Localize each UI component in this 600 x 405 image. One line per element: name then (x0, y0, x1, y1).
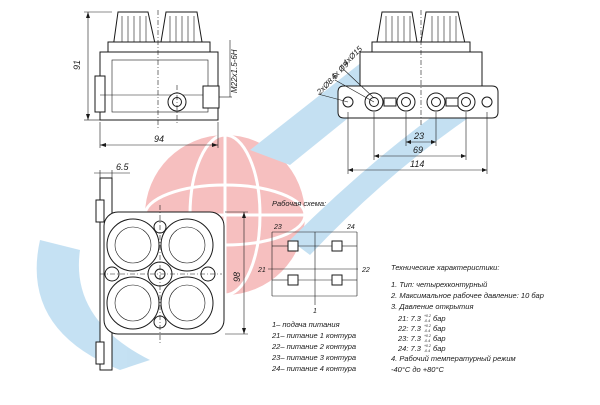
spec-tolerance-plus: +0.2 (424, 324, 431, 328)
tech-specs: Технические характеристики: 1. Тип: четы… (390, 263, 544, 374)
port-1-label: 1 (313, 308, 317, 315)
spec-unit: бар (433, 344, 446, 353)
spec-pressure-value: 21: 7.3 (397, 314, 422, 323)
spec-temperature-range: -40°С до +80°С (391, 365, 444, 374)
schematic-valves (272, 240, 357, 286)
dim-height-91: 91 (72, 11, 112, 121)
spec-tolerance-plus: +0.2 (424, 314, 431, 318)
spec-pressure-value: 23: 7.3 (397, 334, 422, 343)
spec-tolerance-plus: +0.2 (424, 334, 431, 338)
spec-pressure-22: 22: 7.3 +0.2 -0.4 бар (397, 324, 446, 333)
legend-item: 1– подача питания (272, 320, 340, 329)
spec-pressure-value: 24: 7.3 (397, 344, 422, 353)
legend-item: 21– питание 1 контура (271, 331, 356, 340)
spec-tolerance-plus: +0.2 (424, 344, 431, 348)
legend-item: 23– питание 3 контура (271, 353, 356, 362)
spec-tolerance-minus: -0.4 (424, 339, 430, 343)
spec-opening-pressure: 3. Давление открытия (391, 302, 474, 311)
spec-tolerance-minus: -0.4 (424, 319, 430, 323)
dim-height-label: 91 (72, 60, 82, 70)
spec-unit: бар (433, 334, 446, 343)
legend-item: 24– питание 4 контура (271, 364, 356, 373)
dim-6-5: 6.5 (94, 162, 130, 178)
dim-width-label: 94 (154, 134, 164, 144)
spec-max-pressure: 2. Максимальное рабочее давление: 10 бар (390, 291, 544, 300)
spec-temperature-title: 4. Рабочий температурный режим (391, 354, 516, 363)
dim-23-label: 23 (413, 131, 424, 141)
spec-pressure-value: 22: 7.3 (397, 324, 422, 333)
port-21-label: 21 (257, 267, 266, 274)
top-view: 6.5 98 (94, 162, 248, 371)
spec-tolerance-minus: -0.4 (424, 329, 430, 333)
port-22-label: 22 (361, 267, 370, 274)
dim-thread-label: M22x1.5-6H (230, 49, 239, 93)
spec-type: 1. Тип: четырехконтурный (391, 280, 488, 289)
port-23-label: 23 (273, 224, 282, 231)
watermark-blue-curve (290, 90, 480, 255)
front-caps (107, 11, 211, 53)
watermark-blue-swoosh-left (36, 240, 150, 370)
dim-98: 98 (225, 211, 248, 335)
side-dimensions: 23 69 114 (347, 112, 488, 174)
spec-tolerance-minus: -0.4 (424, 349, 430, 353)
dim-114-label: 114 (410, 159, 424, 169)
spec-unit: бар (433, 314, 446, 323)
schematic-title: Рабочая схема: (272, 199, 326, 208)
dim-thread: M22x1.5-6H (219, 40, 239, 98)
legend-item: 22– питание 2 контура (271, 342, 356, 351)
working-schematic: Рабочая схема: 23 24 21 22 (257, 199, 370, 315)
dim-6-5-label: 6.5 (116, 162, 130, 172)
dim-width-94: 94 (99, 122, 219, 148)
dim-69-label: 69 (413, 145, 423, 155)
port-legend: 1– подача питания 21– питание 1 контура … (271, 320, 356, 373)
side-ports (342, 92, 493, 112)
port-24-label: 24 (346, 224, 355, 231)
specs-title: Технические характеристики: (391, 263, 499, 272)
spec-unit: бар (433, 324, 446, 333)
spec-pressure-24: 24: 7.3 +0.2 -0.4 бар (397, 344, 446, 353)
spec-pressure-23: 23: 7.3 +0.2 -0.4 бар (397, 334, 446, 343)
spec-pressure-21: 21: 7.3 +0.2 -0.4 бар (397, 314, 446, 323)
dim-98-label: 98 (232, 272, 242, 282)
front-view: 91 94 M22x1.5-6H (72, 10, 239, 148)
